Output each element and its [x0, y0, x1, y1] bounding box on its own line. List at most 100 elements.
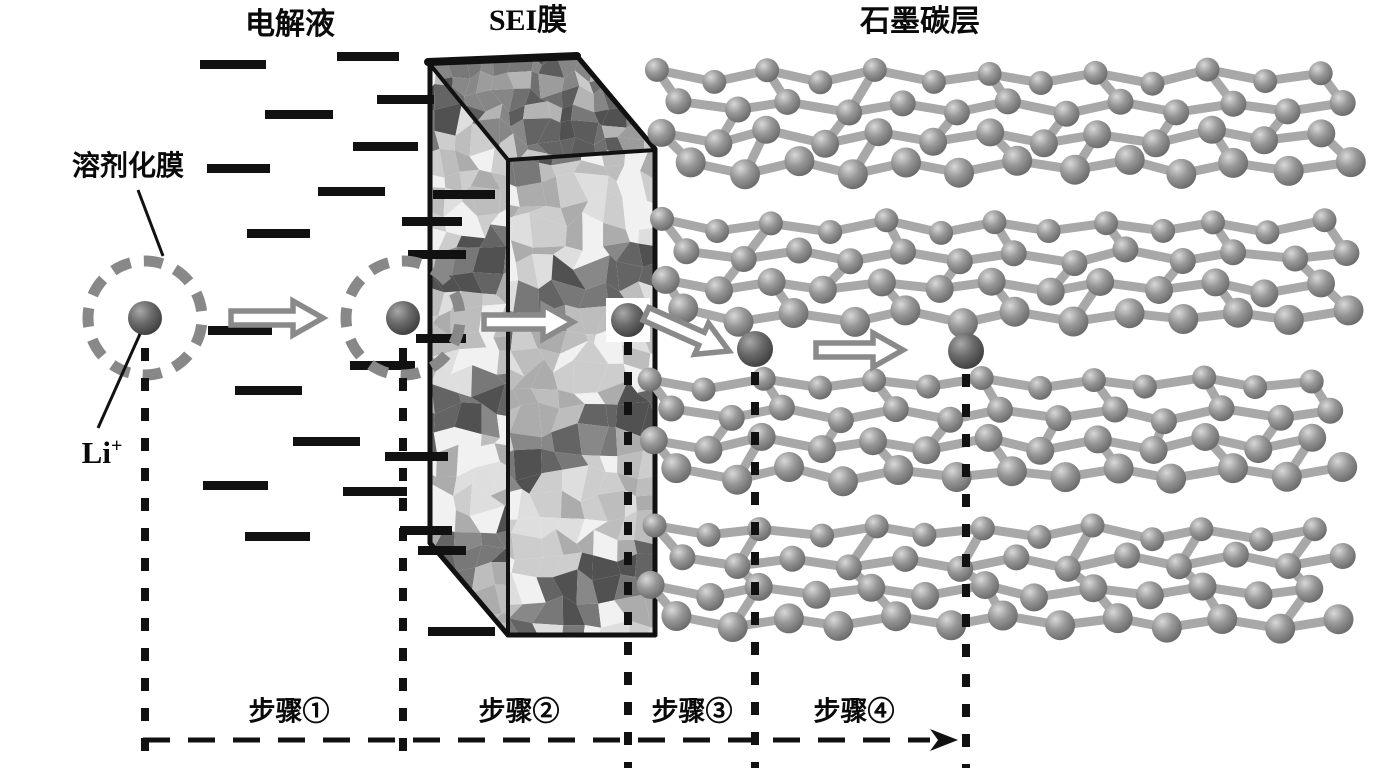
- li-ion-in-graphite-2: [948, 333, 984, 369]
- carbon-atom: [1140, 527, 1165, 552]
- electrolyte-dash: [203, 481, 268, 490]
- electrolyte-dash: [343, 487, 407, 496]
- sei-film-region-label: SEI膜: [488, 4, 568, 37]
- carbon-atom: [1271, 461, 1302, 492]
- carbon-atom: [1114, 144, 1145, 175]
- carbon-atom: [1208, 395, 1235, 422]
- carbon-atom: [1027, 524, 1052, 549]
- carbon-atom: [937, 406, 964, 433]
- carbon-atom: [1054, 555, 1081, 582]
- carbon-atom: [837, 159, 868, 190]
- carbon-atom: [668, 293, 699, 324]
- graphite-region-label: 石墨碳层: [860, 5, 980, 38]
- carbon-atom: [1333, 240, 1360, 266]
- carbon-atom: [1036, 277, 1065, 306]
- carbon-atom: [1243, 375, 1268, 400]
- carbon-atom: [1003, 544, 1030, 571]
- graphite-layer-1: [644, 57, 1366, 190]
- carbon-atom: [974, 423, 1003, 452]
- carbon-atom: [774, 88, 801, 115]
- carbon-atom: [1145, 276, 1173, 304]
- carbon-atom: [1026, 436, 1055, 465]
- lithium-ion-charge: +: [110, 434, 123, 457]
- carbon-atom: [864, 118, 893, 147]
- carbon-atom: [1168, 304, 1199, 334]
- carbon-atom: [977, 267, 1006, 296]
- carbon-atom: [1000, 240, 1027, 267]
- carbon-atom: [1151, 612, 1182, 643]
- carbon-atom: [1265, 613, 1296, 644]
- carbon-atom: [696, 522, 721, 547]
- carbon-atom: [1169, 248, 1196, 274]
- carbon-atom: [1083, 60, 1108, 85]
- carbon-atom: [1045, 610, 1076, 641]
- carbon-atom: [1053, 100, 1080, 127]
- electrolyte-dash: [385, 452, 448, 461]
- carbon-atom: [971, 571, 1000, 600]
- carbon-atom: [1058, 306, 1089, 337]
- carbon-atom: [639, 426, 668, 455]
- electrolyte-dash: [200, 60, 266, 69]
- carbon-atom: [862, 368, 887, 393]
- carbon-atom: [916, 374, 941, 399]
- carbon-atom: [996, 456, 1027, 487]
- carbon-atom: [705, 276, 733, 305]
- lithium-ion-label: Li+: [81, 434, 123, 471]
- carbon-atom: [1107, 88, 1134, 115]
- electrolyte-dash: [433, 190, 495, 199]
- sei-film-block: [424, 52, 658, 638]
- carbon-atom: [808, 275, 837, 304]
- carbon-atom: [808, 375, 833, 400]
- carbon-atom: [773, 603, 804, 634]
- carbon-atom: [658, 395, 685, 422]
- carbon-atom: [810, 523, 834, 548]
- carbon-atom: [1195, 57, 1220, 82]
- carbon-atom: [925, 274, 954, 303]
- carbon-atom: [1244, 581, 1273, 610]
- carbon-atom: [1250, 126, 1279, 155]
- carbon-atom: [929, 220, 954, 245]
- carbon-atom: [823, 610, 854, 641]
- solvation-ring-2: [340, 255, 466, 381]
- solvation-shell-label: 溶剂化膜: [71, 150, 185, 181]
- carbon-atom: [747, 517, 772, 542]
- carbon-atom: [1036, 219, 1061, 243]
- carbon-atom: [779, 545, 806, 572]
- carbon-atom: [691, 377, 716, 402]
- carbon-atom: [1140, 71, 1165, 96]
- carbon-atom: [637, 367, 662, 392]
- carbon-atom: [1086, 268, 1115, 296]
- carbon-atom: [722, 464, 753, 495]
- electrolyte-dash: [293, 437, 360, 446]
- carbon-atom: [1050, 462, 1081, 493]
- carbon-atom: [1267, 404, 1294, 431]
- carbon-atom: [1207, 604, 1238, 634]
- carbon-atom: [1132, 374, 1157, 399]
- carbon-atom: [768, 394, 795, 421]
- carbon-atom: [1218, 147, 1249, 178]
- electrolyte-dash: [265, 110, 333, 119]
- carbon-atom: [970, 516, 995, 541]
- carbon-atom: [1102, 603, 1133, 634]
- li-ion-solvated-1: [128, 301, 162, 335]
- carbon-atom: [1028, 71, 1053, 95]
- step-3-label: 步骤③: [651, 696, 733, 727]
- carbon-atom: [883, 455, 914, 485]
- carbon-atom: [1312, 208, 1337, 233]
- step-guide-lines: [141, 342, 970, 768]
- carbon-atom: [1029, 129, 1058, 158]
- electrolyte-dash: [245, 532, 310, 541]
- carbon-atom: [1274, 98, 1301, 125]
- carbon-atom: [1166, 553, 1192, 580]
- carbon-atom: [665, 88, 692, 115]
- carbon-atom: [1002, 145, 1033, 176]
- electrolyte-dash: [416, 334, 466, 343]
- carbon-atom: [1135, 581, 1164, 610]
- carbon-atom: [705, 219, 730, 243]
- electrolyte-dash: [318, 187, 385, 196]
- carbon-atom: [755, 58, 780, 83]
- electrolyte-dash: [418, 546, 466, 555]
- carbon-atom: [892, 545, 919, 572]
- carbon-atom: [889, 90, 916, 117]
- carbon-atom: [1201, 210, 1225, 235]
